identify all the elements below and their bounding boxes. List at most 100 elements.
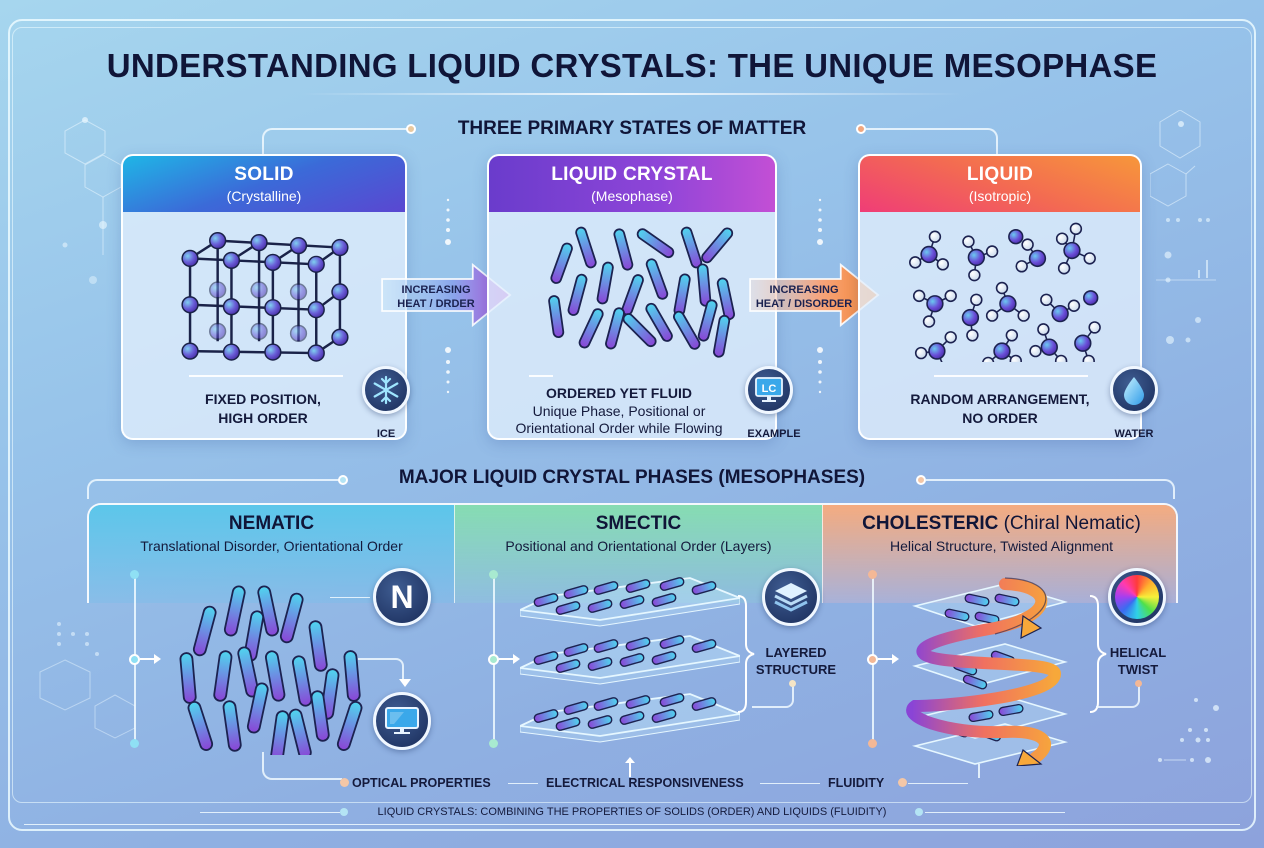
smectic-layers-badge [762,568,820,626]
water-label: WATER [1114,428,1154,440]
footer-connector-right [925,812,1065,813]
color-wheel-icon [1115,575,1159,619]
dotted-separator-2 [817,198,823,394]
property-electrical: ELECTRICAL RESPONSIVENESS [546,776,744,790]
property-connector-2 [760,783,820,784]
phase-title: NEMATIC [228,513,315,534]
card-title: LIQUID [966,164,1034,185]
title-divider [300,93,964,95]
nematic-arrow-down-icon [399,679,411,687]
cholesteric-helix-illustration [906,577,1069,766]
dotted-separator-1 [445,198,451,394]
card-subtitle: (Mesophase) [591,188,673,204]
state-card-solid: SOLID (Crystalline) [121,154,407,440]
cholesteric-arrow-icon [878,654,899,664]
smectic-arrow-up-icon [625,757,635,777]
state-card-liquid-crystal: LIQUID CRYSTAL (Mesophase) [487,154,777,440]
section2-connector-right [925,479,1175,499]
phase-description: Positional and Orientational Order (Laye… [505,538,772,554]
card-title: LIQUID CRYSTAL [551,164,713,185]
section1-connector-left [262,128,408,156]
nematic-arrow-icon [140,654,161,664]
footer-summary: LIQUID CRYSTALS: COMBINING THE PROPERTIE… [377,806,887,818]
random-molecules-illustration [909,222,1101,362]
smectic-layers-illustration [520,577,740,743]
section1-dot-left [406,124,416,134]
nematic-node-mid [129,654,140,665]
nematic-node-top [130,570,139,579]
example-label: EXAMPLE [747,428,801,440]
nematic-connector-n [330,597,370,598]
crystal-lattice-illustration [181,232,349,362]
water-badge [1110,366,1158,414]
lc-monitor-icon: LC [755,377,783,402]
cholesteric-color-badge [1108,568,1166,626]
nematic-display-badge [373,692,431,750]
card-caption-liquid-crystal: ORDERED YET FLUID Unique Phase, Position… [515,385,723,436]
card-header-liquid-crystal: LIQUID CRYSTAL (Mesophase) [489,156,775,212]
phase-title: CHOLESTERIC (Chiral Nematic) [862,513,1141,534]
smectic-connector-label [752,684,794,708]
footer-node-right [915,808,923,816]
card-caption-liquid: RANDOM ARRANGEMENT, NO ORDER [910,391,1090,426]
snowflake-icon [373,375,399,405]
footer-node-left [340,808,348,816]
svg-text:LC: LC [762,383,777,395]
section-phases-title: MAJOR LIQUID CRYSTAL PHASES (MESOPHASES) [398,467,866,488]
outer-frame [8,19,1256,831]
phase-description: Helical Structure, Twisted Alignment [889,538,1114,554]
nematic-node-bottom [130,739,139,748]
section2-dot-left [338,475,348,485]
mesophase-rods-illustration [548,226,735,358]
phase-description: Translational Disorder, Orientational Or… [140,538,403,554]
card-caption-solid: FIXED POSITION, HIGH ORDER [205,391,321,426]
page-title: UNDERSTANDING LIQUID CRYSTALS: THE UNIQU… [106,47,1158,84]
dots-decoration-right-bottom [1158,698,1219,763]
property-fluidity: FLUIDITY [828,776,885,790]
hexagon-decoration-left-top [62,117,122,284]
layered-structure-label: LAYERED STRUCTURE [755,645,837,677]
cholesteric-connector-label [1096,684,1140,708]
card-subtitle: (Isotropic) [968,188,1032,204]
cholesteric-label-node [1135,680,1142,687]
property-optical: OPTICAL PROPERTIES [352,776,491,790]
nematic-n-badge: N [373,568,431,626]
section1-connector-right [864,128,998,156]
inner-frame [12,27,1252,803]
cholesteric-node-bottom [868,739,877,748]
smectic-node-mid [488,654,499,665]
section-states-title: THREE PRIMARY STATES OF MATTER [457,118,807,139]
arrow-label-2: INCREASING HEAT / DISORDER [755,284,853,310]
lc-example-badge: LC [745,366,793,414]
monitor-icon [385,707,419,734]
smectic-arrow-icon [499,654,520,664]
property-node-optical [340,778,349,787]
state-card-liquid: LIQUID (Isotropic) [858,154,1142,440]
cholesteric-node-mid [867,654,878,665]
water-drop-icon [1124,377,1144,405]
cholesteric-node-top [868,570,877,579]
hexagon-decoration-left-bottom [39,622,135,739]
card-header-solid: SOLID (Crystalline) [123,156,405,212]
nematic-connector-monitor [358,658,404,680]
card-divider [934,375,1088,377]
card-divider [189,375,343,377]
footer-connector-left [200,812,340,813]
helical-twist-label: HELICAL TWIST [1109,645,1167,677]
letter-n-icon: N [390,578,414,615]
ice-label: ICE [376,428,396,440]
layers-icon [774,583,808,612]
nematic-rods-illustration [179,585,363,755]
smectic-node-top [489,570,498,579]
bottom-rule [24,824,1240,825]
property-connector-1 [508,783,538,784]
section2-connector-left [87,479,340,499]
phase-title: SMECTIC [595,513,682,534]
property-node-fluidity [898,778,907,787]
smectic-bracket [737,595,755,713]
nematic-connector-bottom [262,752,342,780]
arrow-label-1: INCREASING HEAT / DRDER [397,284,475,310]
card-title: SOLID [234,164,294,185]
smectic-label-node [789,680,796,687]
card-divider [529,375,553,377]
